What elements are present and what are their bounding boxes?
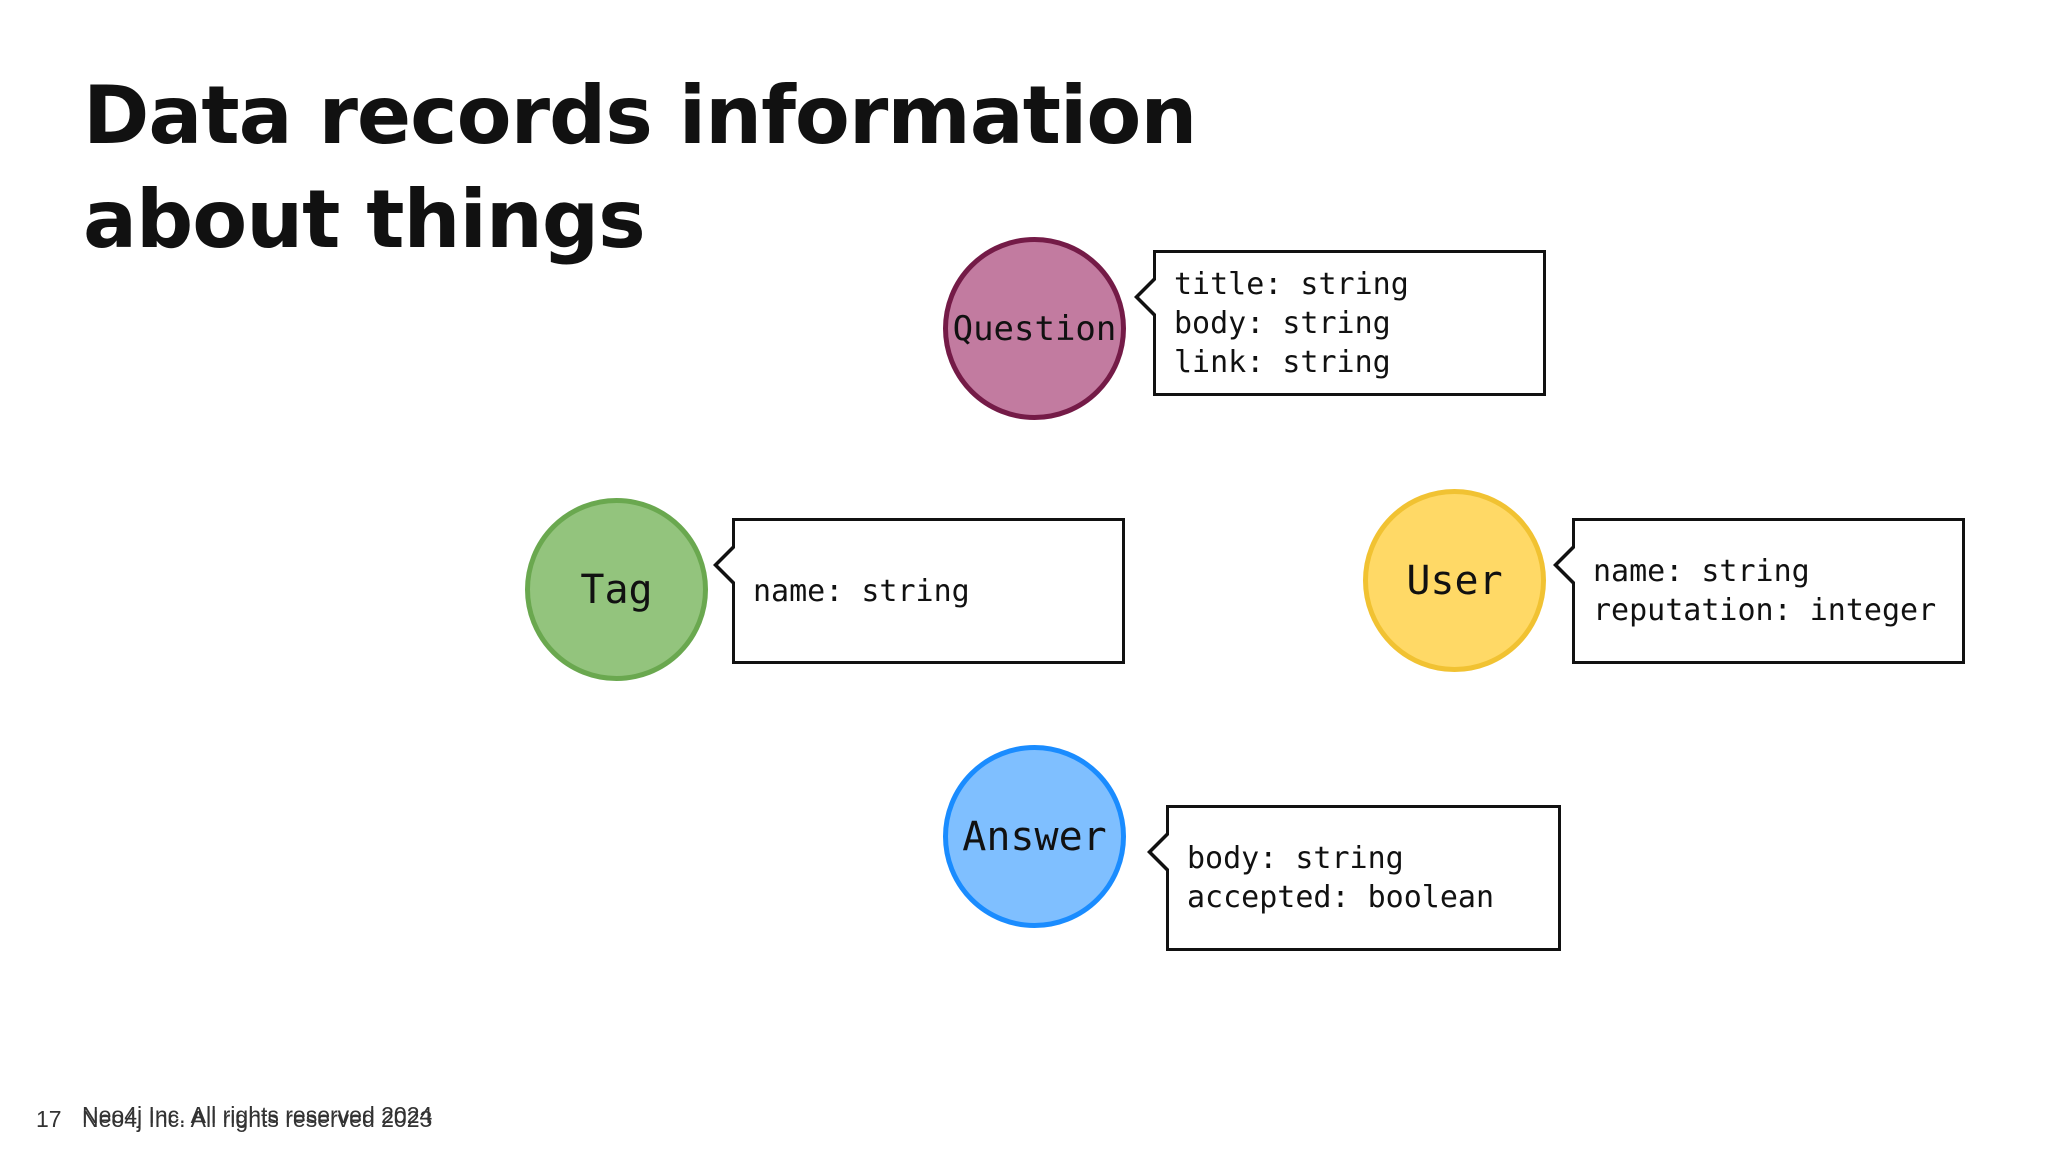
user-node: User xyxy=(1363,489,1546,672)
answer-property: body: string xyxy=(1187,841,1404,876)
answer-node-label: Answer xyxy=(962,813,1107,860)
question-properties-callout: title: string body: string link: string xyxy=(1134,250,1546,396)
tag-property: name: string xyxy=(753,573,970,609)
user-property: reputation: integer xyxy=(1593,593,1937,628)
answer-node: Answer xyxy=(943,745,1126,928)
answer-property: accepted: boolean xyxy=(1187,880,1495,915)
user-property: name: string xyxy=(1593,554,1810,589)
page-number: 17 xyxy=(36,1106,62,1132)
question-property: title: string xyxy=(1174,266,1409,302)
copyright-text: Neo4j Inc. All rights reserved 2023 xyxy=(82,1106,433,1132)
copyright-overlay-text: Neo4j Inc. All rights reserved 2024 xyxy=(82,1102,433,1128)
tag-properties-callout: name: string xyxy=(713,518,1125,664)
slide-title-line-1: Data records information xyxy=(83,69,1197,162)
question-node: Question xyxy=(943,237,1126,420)
slide-title: Data records information about things xyxy=(83,64,1197,272)
question-node-label: Question xyxy=(952,308,1117,349)
user-node-label: User xyxy=(1406,557,1503,604)
tag-node-label: Tag xyxy=(580,566,653,613)
answer-properties-callout: body: string accepted: boolean xyxy=(1147,805,1561,951)
user-properties-callout: name: string reputation: integer xyxy=(1553,518,1965,664)
question-property: link: string xyxy=(1174,344,1391,380)
tag-node: Tag xyxy=(525,498,708,681)
question-property: body: string xyxy=(1174,305,1391,341)
slide-title-line-2: about things xyxy=(83,173,646,266)
